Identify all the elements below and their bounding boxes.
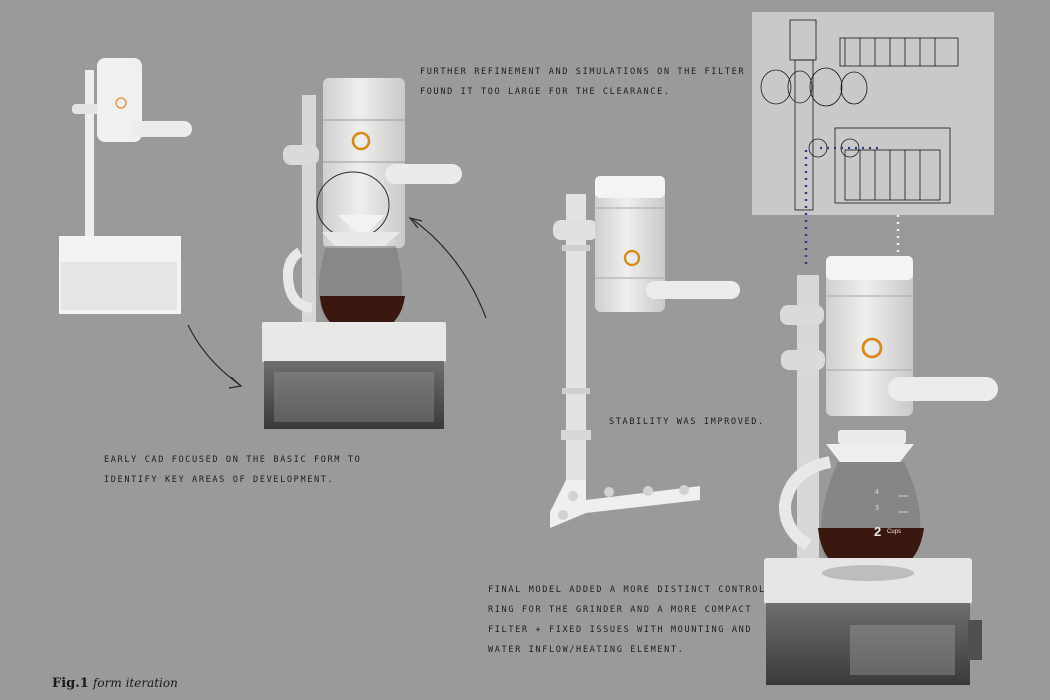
carafe-cups-number: 2	[874, 524, 882, 539]
note-filter-refinement: FURTHER REFINEMENT AND SIMULATIONS ON TH…	[420, 62, 745, 102]
control-ring-icon	[115, 97, 127, 109]
model-stability	[550, 176, 740, 528]
note-line: FOUND IT TOO LARGE FOR THE CLEARANCE.	[420, 87, 671, 97]
note-final-model: FINAL MODEL ADDED A MORE DISTINCT CONTRO…	[488, 580, 766, 660]
model-final	[764, 256, 998, 685]
note-line: STABILITY WAS IMPROVED.	[609, 417, 765, 427]
note-line: FINAL MODEL ADDED A MORE DISTINCT CONTRO…	[488, 585, 766, 595]
carafe-cups-label: Cups	[887, 529, 902, 535]
model-early-cad	[59, 58, 192, 314]
note-line: EARLY CAD FOCUSED ON THE BASIC FORM TO	[104, 455, 362, 465]
figure-title: form iteration	[92, 676, 178, 690]
carafe-tick-3: 3	[875, 505, 879, 512]
control-ring-icon	[351, 131, 371, 151]
note-line: FURTHER REFINEMENT AND SIMULATIONS ON TH…	[420, 67, 746, 77]
control-ring-icon	[623, 249, 641, 267]
note-line: FILTER + FIXED ISSUES WITH MOUNTING AND	[488, 625, 753, 635]
arrow-icon	[187, 324, 241, 386]
figure-caption: Fig.1 form iteration	[52, 676, 178, 691]
carafe-tick-4: 4	[875, 489, 879, 496]
note-line: WATER INFLOW/HEATING ELEMENT.	[488, 645, 685, 655]
model-filter-simulation	[262, 78, 462, 429]
figure-number: Fig.1	[52, 676, 89, 691]
note-stability: STABILITY WAS IMPROVED.	[609, 412, 765, 432]
note-early-cad: EARLY CAD FOCUSED ON THE BASIC FORM TO I…	[104, 450, 361, 490]
note-line: RING FOR THE GRINDER AND A MORE COMPACT	[488, 605, 753, 615]
arrow-icon	[411, 218, 487, 319]
note-line: IDENTIFY KEY AREAS OF DEVELOPMENT.	[104, 475, 335, 485]
control-ring-icon	[861, 337, 883, 359]
cad-drawing-panel	[752, 12, 994, 215]
